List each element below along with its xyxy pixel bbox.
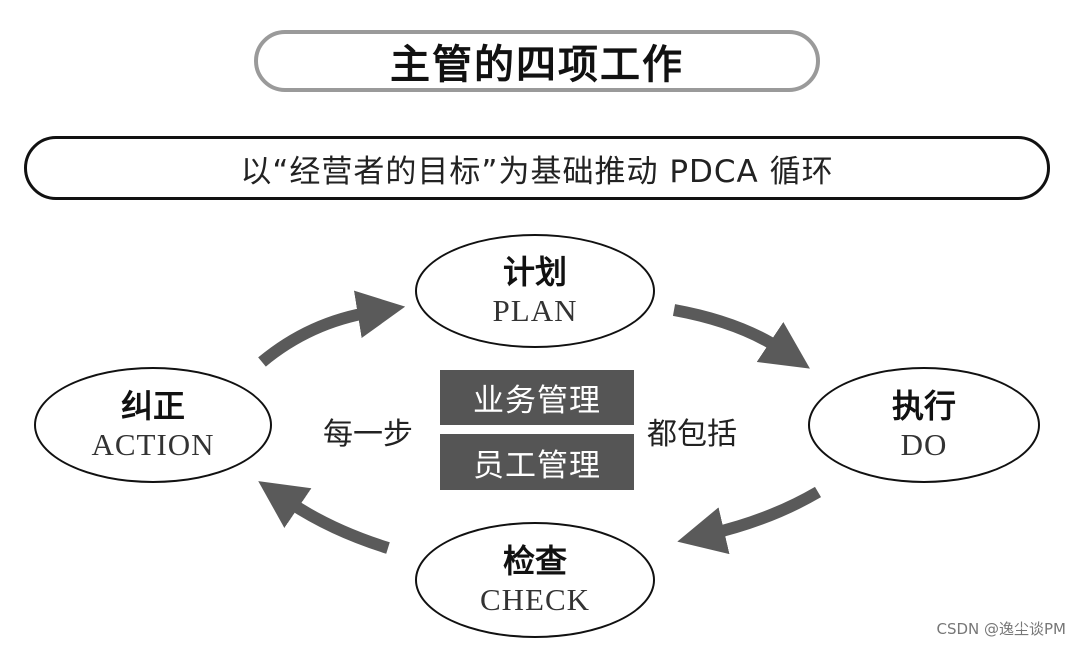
- center-left-label: 每一步: [323, 417, 413, 452]
- node-check-label-en: CHECK: [479, 582, 591, 617]
- arrow-check-to-action: [258, 481, 390, 554]
- node-plan-label-en: PLAN: [492, 293, 578, 328]
- arrow-do-to-check: [677, 486, 822, 555]
- node-plan: 计划 PLAN: [415, 234, 655, 348]
- node-action: 纠正 ACTION: [34, 367, 272, 483]
- business-management-box: 业务管理: [440, 370, 634, 425]
- node-action-label-en: ACTION: [91, 427, 215, 462]
- page-title: 主管的四项工作: [254, 30, 820, 92]
- node-do-label-en: DO: [900, 427, 948, 462]
- arrow-plan-to-do: [672, 304, 810, 369]
- watermark: CSDN @逸尘谈PM: [936, 620, 1066, 638]
- node-do-label-cn: 执行: [891, 387, 956, 425]
- node-action-label-cn: 纠正: [120, 387, 185, 425]
- center-right-label: 都包括: [647, 417, 737, 452]
- arrow-action-to-plan: [258, 290, 406, 367]
- node-check-label-cn: 检查: [502, 542, 567, 580]
- staff-management-box: 员工管理: [440, 434, 634, 490]
- node-check: 检查 CHECK: [415, 522, 655, 638]
- node-plan-label-cn: 计划: [502, 253, 567, 291]
- node-do: 执行 DO: [808, 367, 1040, 483]
- subtitle-banner: 以“经营者的目标”为基础推动 PDCA 循环: [24, 136, 1050, 200]
